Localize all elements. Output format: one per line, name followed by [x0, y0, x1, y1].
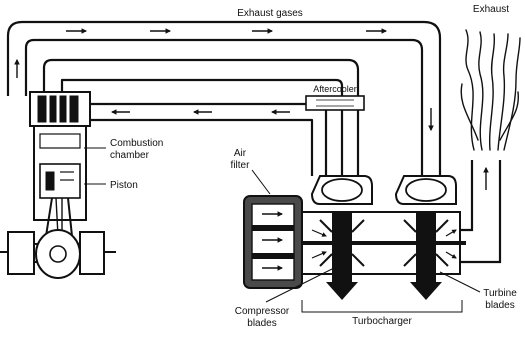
label-chamber: chamber [110, 150, 150, 161]
label-compressor-blades: blades [247, 318, 276, 329]
intake-duct [44, 60, 358, 176]
label-air: Air [234, 148, 247, 159]
exhaust-plume [461, 30, 520, 150]
label-turbine: Turbine [483, 288, 517, 299]
exhaust-outlet-pipe [460, 160, 500, 262]
engine-leaders [84, 148, 106, 184]
label-aftercooler: Aftercooler [313, 84, 357, 94]
label-turbocharger: Turbocharger [352, 316, 412, 327]
label-piston: Piston [110, 180, 138, 191]
label-exhaust: Exhaust [473, 4, 509, 15]
label-filter: filter [231, 160, 251, 171]
aftercooler [306, 96, 364, 110]
crankshaft [0, 230, 116, 278]
air-filter [244, 196, 302, 288]
label-exhaust-gases: Exhaust gases [237, 8, 303, 19]
label-turbine-blades: blades [485, 300, 514, 311]
label-combustion: Combustion [110, 138, 163, 149]
engine-cylinder [30, 92, 90, 236]
label-compressor: Compressor [235, 306, 290, 317]
